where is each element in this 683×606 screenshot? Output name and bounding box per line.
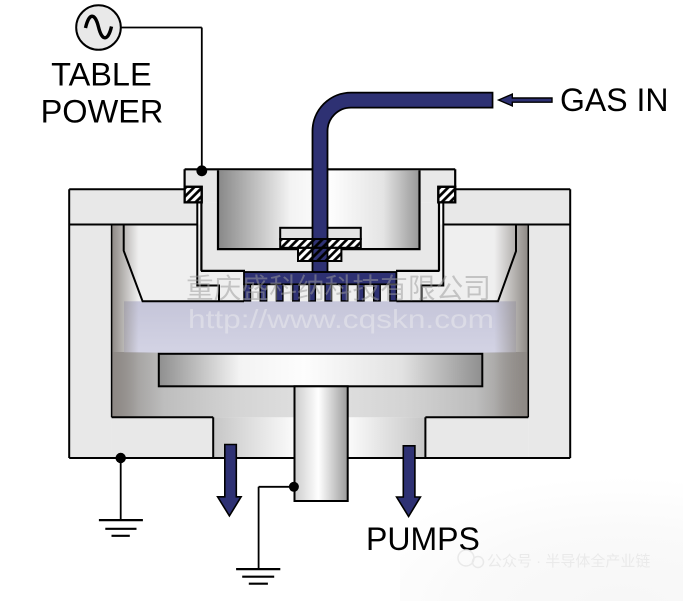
- svg-text:GAS IN: GAS IN: [560, 82, 668, 118]
- svg-text:公众号 · 半导体全产业链: 公众号 · 半导体全产业链: [487, 552, 650, 570]
- svg-text:TABLE: TABLE: [51, 56, 152, 92]
- svg-text:POWER: POWER: [41, 94, 164, 130]
- svg-text:PUMPS: PUMPS: [366, 521, 480, 557]
- svg-text:http://www.cqskn.com: http://www.cqskn.com: [188, 304, 494, 334]
- svg-text:重庆盛科纳科技有限公司: 重庆盛科纳科技有限公司: [186, 273, 491, 304]
